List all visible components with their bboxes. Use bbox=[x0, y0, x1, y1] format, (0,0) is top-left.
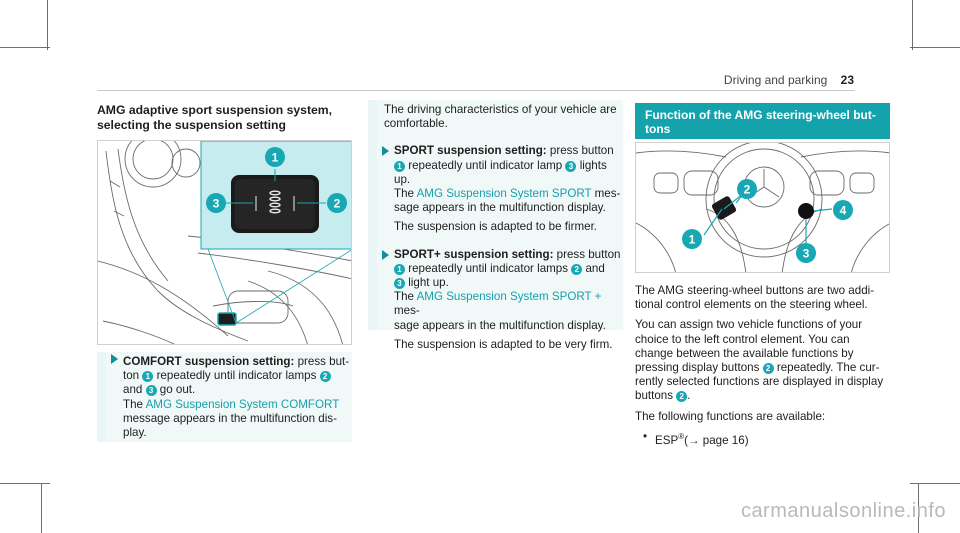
esp-reference[interactable]: ESP®(→ page 16) bbox=[655, 431, 749, 447]
header-rule bbox=[97, 90, 855, 91]
callout-2: 2 bbox=[737, 179, 757, 199]
callout-badge: 3 bbox=[145, 385, 157, 397]
svg-text:3: 3 bbox=[213, 197, 220, 211]
left-column: AMG adaptive sport suspension system, se… bbox=[97, 103, 352, 133]
step-arrow-icon bbox=[382, 146, 389, 157]
callout-3: 3 bbox=[206, 193, 226, 213]
step-arrow-icon bbox=[382, 249, 389, 260]
callout-badge: 2 bbox=[571, 263, 583, 275]
suspension-button-figure: 1 3 2 bbox=[97, 140, 352, 345]
instruction-comfort-block: COMFORT suspension setting: press but- t… bbox=[97, 352, 352, 442]
section-name: Driving and parking bbox=[723, 73, 828, 87]
callout-3: 3 bbox=[796, 243, 816, 263]
watermark: carmanualsonline.info bbox=[740, 500, 946, 522]
svg-text:4: 4 bbox=[840, 204, 847, 218]
right-body-text: The AMG steering-wheel buttons are two a… bbox=[635, 284, 890, 448]
running-header: Driving and parking 23 bbox=[724, 73, 854, 87]
console-illustration: 1 3 2 bbox=[98, 141, 351, 344]
crop-mark bbox=[47, 0, 48, 50]
callout-2: 2 bbox=[327, 193, 347, 213]
display-message-link[interactable]: AMG Suspension System SPORT + bbox=[416, 290, 602, 304]
instruction-sport-block: The driving characteristics of your vehi… bbox=[368, 100, 623, 351]
intro-paragraph: The driving characteristics of your vehi… bbox=[384, 103, 617, 131]
callout-badge: 3 bbox=[565, 160, 577, 172]
step-sport: SPORT suspension setting: press button 1… bbox=[368, 144, 623, 234]
callout-badge: 1 bbox=[394, 160, 405, 172]
step-sport-plus: SPORT+ suspension setting: press button … bbox=[368, 248, 623, 352]
display-message-link[interactable]: AMG Suspension System COMFORT bbox=[145, 397, 340, 411]
callout-badge: 1 bbox=[394, 263, 405, 275]
page-reference-link[interactable]: (→ page 16) bbox=[684, 433, 749, 447]
crop-mark bbox=[912, 0, 913, 50]
callout-1: 1 bbox=[682, 229, 702, 249]
steering-wheel-illustration: 1 2 3 4 bbox=[636, 143, 889, 272]
callout-badge: 2 bbox=[762, 363, 774, 375]
crop-mark bbox=[910, 47, 960, 48]
callout-badge: 2 bbox=[676, 391, 688, 403]
section-title: AMG adaptive sport suspension system, se… bbox=[97, 103, 333, 132]
page-number: 23 bbox=[840, 73, 854, 87]
svg-text:1: 1 bbox=[689, 233, 696, 247]
svg-text:1: 1 bbox=[272, 151, 279, 165]
crop-mark bbox=[918, 483, 919, 533]
display-message-link[interactable]: AMG Suspension System SPORT bbox=[416, 187, 592, 201]
list-item: • ESP®(→ page 16) bbox=[635, 430, 890, 448]
callout-badge: 2 bbox=[319, 371, 331, 383]
crop-mark bbox=[41, 483, 42, 533]
crop-mark bbox=[0, 47, 50, 48]
callout-badge: 1 bbox=[142, 371, 154, 383]
paragraph: The AMG steering-wheel buttons are two a… bbox=[635, 284, 875, 312]
section-heading-banner: Function of the AMG steering-wheel but- … bbox=[635, 103, 890, 139]
callout-badge: 3 bbox=[394, 278, 405, 290]
svg-text:3: 3 bbox=[803, 247, 810, 261]
svg-text:2: 2 bbox=[744, 183, 751, 197]
paragraph: The following functions are available: bbox=[635, 409, 826, 423]
bullet-icon: • bbox=[643, 429, 648, 443]
step-arrow-icon bbox=[111, 354, 118, 364]
callout-1: 1 bbox=[265, 147, 285, 167]
paragraph: You can assign two vehicle functions of … bbox=[635, 318, 884, 403]
crop-mark bbox=[910, 483, 960, 484]
svg-text:2: 2 bbox=[334, 197, 341, 211]
callout-4: 4 bbox=[833, 200, 853, 220]
crop-mark bbox=[0, 483, 50, 484]
steering-wheel-figure: 1 2 3 4 bbox=[635, 142, 890, 273]
step-comfort: COMFORT suspension setting: press but- t… bbox=[97, 352, 352, 440]
